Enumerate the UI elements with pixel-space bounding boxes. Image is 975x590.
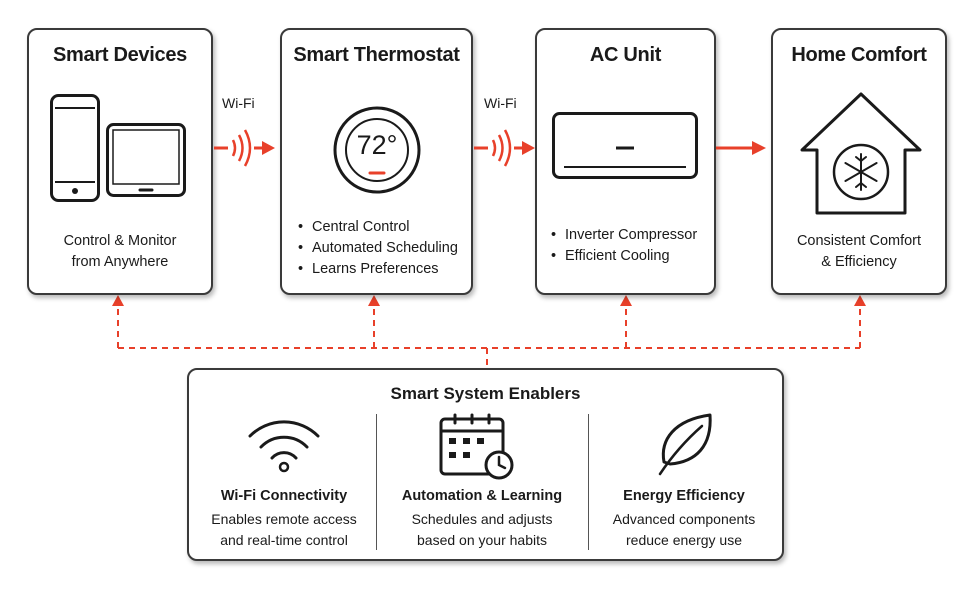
enabler-desc-line: and real-time control — [220, 532, 348, 548]
card-title: AC Unit — [589, 44, 662, 66]
enabler-desc-line: Enables remote access — [211, 511, 357, 527]
thermostat-icon — [333, 106, 421, 194]
enabler-name: Energy Efficiency — [623, 488, 745, 504]
ac-unit-card: AC Unit Inverter Compressor Efficient Co… — [535, 28, 716, 295]
column-divider — [588, 414, 589, 550]
card-title: Smart Thermostat — [293, 44, 460, 66]
smart-thermostat-card: Smart Thermostat 72° Central Control Aut… — [280, 28, 473, 295]
card-title: Smart Devices — [53, 44, 187, 66]
smart-system-enablers-panel: Smart System Enablers Wi-Fi Connectivity… — [187, 368, 784, 561]
wifi-label-1: Wi-Fi — [222, 95, 255, 111]
home-comfort-card: Home Comfort Consistent Comfort & Effici… — [771, 28, 947, 295]
column-divider — [376, 414, 377, 550]
desc-line-2: from Anywhere — [71, 254, 169, 270]
enabler-desc-line: based on your habits — [417, 532, 547, 548]
leaf-icon — [658, 413, 712, 476]
enablers-title: Smart System Enablers — [390, 384, 581, 403]
desc-line-2: & Efficiency — [821, 254, 897, 270]
bullet-item: Inverter Compressor — [551, 225, 697, 246]
enabler-desc-line: reduce energy use — [626, 532, 742, 548]
enabler-desc-line: Advanced components — [612, 511, 756, 527]
wifi-signal-arrow-1 — [214, 129, 275, 167]
card-title: Home Comfort — [791, 44, 927, 66]
smartphone-icon — [50, 94, 100, 202]
desc-line-1: Consistent Comfort — [796, 233, 922, 249]
enabler-desc-line: Schedules and adjusts — [411, 511, 553, 527]
thermostat-temperature: 72° — [356, 130, 398, 160]
enabler-name: Wi-Fi Connectivity — [220, 488, 348, 504]
air-conditioner-icon — [552, 112, 698, 179]
bullet-item: Efficient Cooling — [551, 246, 697, 267]
wifi-icon — [248, 420, 320, 473]
flow-arrow — [716, 141, 766, 155]
enabler-name: Automation & Learning — [401, 488, 563, 504]
home-snowflake-icon — [800, 92, 922, 215]
wifi-label-2: Wi-Fi — [484, 95, 517, 111]
bullet-item: Automated Scheduling — [298, 238, 458, 259]
bullet-item: Central Control — [298, 217, 458, 238]
tablet-icon — [106, 123, 186, 197]
smart-devices-card: Smart Devices Control & Monitor from Any… — [27, 28, 213, 295]
calendar-clock-icon — [439, 413, 514, 480]
desc-line-1: Control & Monitor — [63, 233, 177, 249]
bullet-item: Learns Preferences — [298, 259, 458, 280]
wifi-signal-arrow-2 — [474, 129, 535, 167]
